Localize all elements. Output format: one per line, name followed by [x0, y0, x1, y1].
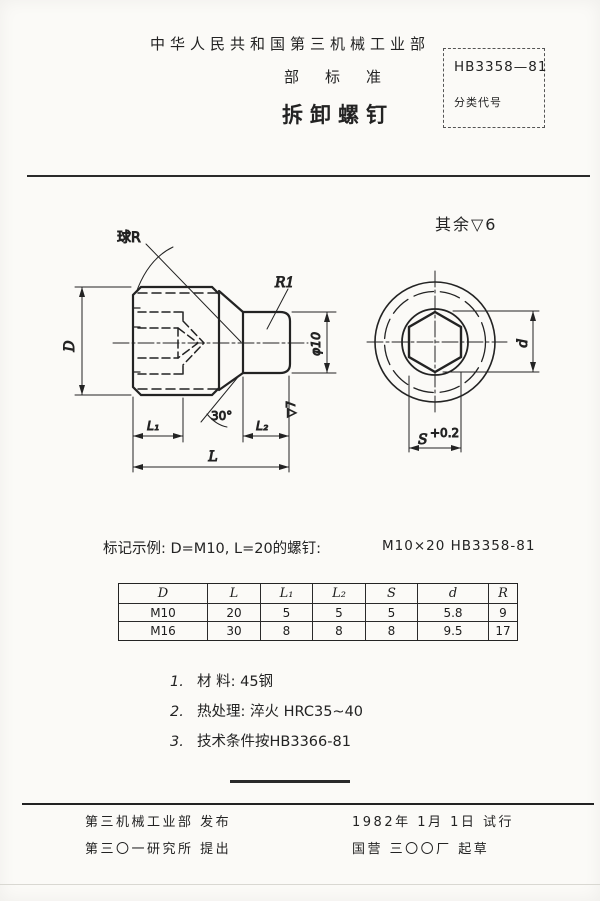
footer-drafted-by: 国营 三〇〇厂 起草 — [352, 842, 490, 857]
dim-label-l2: L₂ — [256, 418, 268, 433]
table-cell: 8 — [261, 622, 313, 640]
end-view-dimensions — [408, 310, 540, 453]
note-technical-conditions: 3. 技术条件按HB3366-81 — [170, 730, 351, 751]
dim-label-d: d — [515, 338, 531, 347]
col-header-L: L — [208, 584, 261, 604]
table-cell: 17 — [495, 624, 511, 638]
dim-label-D: D — [62, 340, 78, 352]
dim-label-r1: R1 — [274, 275, 294, 291]
dim-label-l: L — [207, 449, 217, 465]
table-cell: 5.8 — [418, 604, 489, 622]
table-cell: 30 — [208, 622, 261, 640]
standard-number-box: HB3358—81 分类代号 — [443, 48, 548, 128]
stem-finish-mark: ▽7 — [284, 401, 298, 418]
header-divider — [27, 175, 590, 177]
footer-trial-date: 1982年 1月 1日 试行 — [352, 815, 515, 830]
dimension-table: D L L₁ L₂ S d R M10 20 5 5 5 5.8 9 M16 3… — [118, 583, 518, 641]
table-cell: 9 — [489, 604, 517, 622]
standard-number: HB3358—81 — [454, 59, 548, 75]
classification-code-label: 分类代号 — [454, 96, 502, 109]
standard-type-label: 部标准 — [284, 68, 408, 86]
designation-example-text: 标记示例: D=M10, L=20的螺钉: — [103, 541, 322, 557]
dim-label-s-tolerance: +0.2 — [430, 426, 459, 440]
page-edge-line — [0, 884, 600, 885]
table-cell: 9.5 — [418, 622, 489, 640]
dim-label-s: S — [418, 432, 428, 448]
col-header-L2: L₂ — [313, 584, 366, 604]
footer-proposed-by: 第三〇一研究所 提出 — [85, 842, 232, 857]
dim-label-30deg: 30° — [211, 409, 232, 423]
col-header-L1: L₁ — [261, 584, 313, 604]
col-header-S: S — [366, 584, 418, 604]
footer-divider — [22, 803, 594, 806]
footer-short-rule — [230, 780, 350, 783]
side-view — [112, 243, 309, 428]
ministry-name: 中华人民共和国第三机械工业部 — [149, 35, 430, 53]
note-number: 3. — [170, 734, 184, 750]
side-view-dimensions — [74, 286, 337, 473]
table-cell: 5 — [366, 604, 418, 622]
table-cell: 5 — [313, 604, 366, 622]
table-cell: 5 — [261, 604, 313, 622]
note-text: 材 料: 45钢 — [197, 674, 274, 690]
note-text: 技术条件按HB3366-81 — [197, 734, 351, 750]
end-view — [366, 270, 508, 414]
surface-finish-note: 其余▽6 — [435, 215, 498, 234]
col-header-D: D — [119, 584, 208, 604]
dim-label-phi10: φ10 — [308, 332, 323, 356]
table-cell: M10 — [119, 604, 208, 622]
page-title: 拆卸螺钉 — [282, 103, 394, 127]
col-header-d: d — [418, 584, 489, 604]
footer-issued-by: 第三机械工业部 发布 — [85, 815, 232, 830]
note-heat-treatment: 2. 热处理: 淬火 HRC35~40 — [170, 700, 363, 721]
designation-example-code: M10×20 HB3358-81 — [382, 538, 536, 554]
dim-label-l1: L₁ — [147, 418, 159, 433]
table-cell: 8 — [313, 622, 366, 640]
note-text: 热处理: 淬火 HRC35~40 — [197, 704, 364, 720]
table-cell: M16 — [119, 622, 208, 640]
note-material: 1. 材 料: 45钢 — [170, 670, 273, 691]
table-cell: 20 — [208, 604, 261, 622]
table-cell: 8 — [366, 622, 418, 640]
dim-label-sphere-r: 球R — [117, 230, 141, 246]
note-number: 2. — [170, 704, 184, 720]
col-header-R: R — [489, 584, 517, 604]
note-number: 1. — [170, 674, 184, 690]
